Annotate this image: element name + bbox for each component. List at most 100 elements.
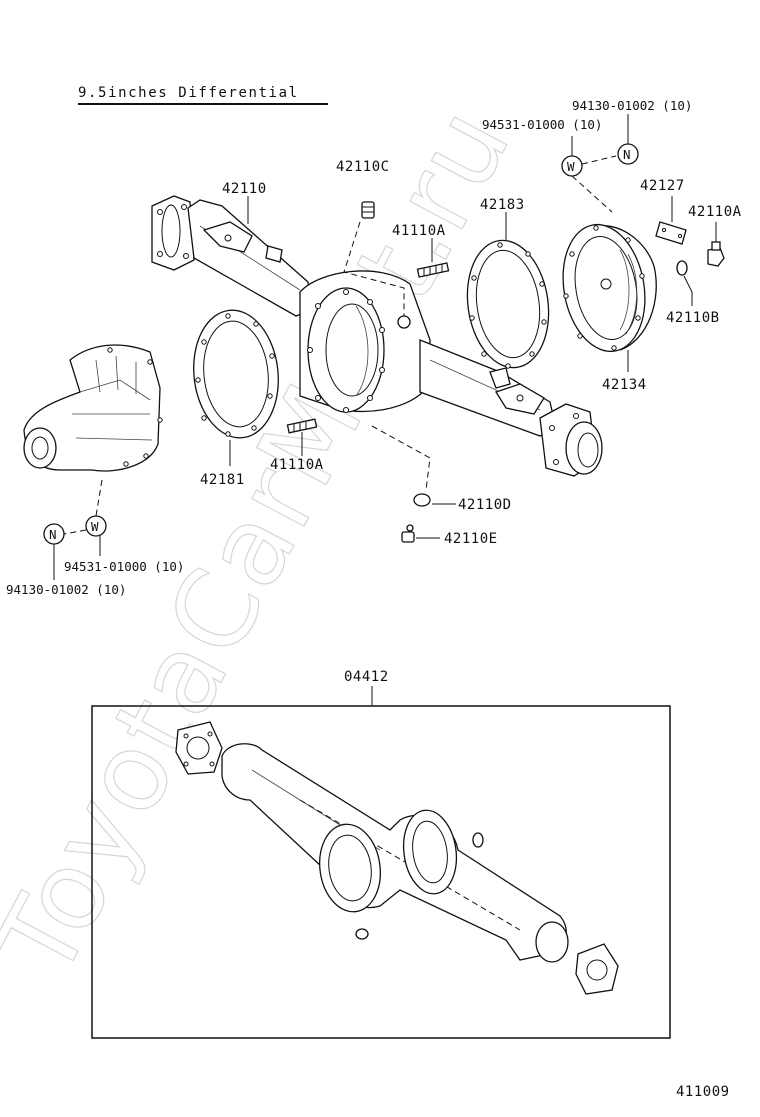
- bowl-hole: [379, 367, 385, 373]
- label-42127: 42127: [640, 178, 685, 194]
- tag-plate: [655, 221, 687, 245]
- gasket-42183: [466, 239, 550, 369]
- right-flange-plate: [575, 943, 619, 995]
- breather-dash-line: [343, 221, 405, 316]
- fill-plug: [397, 315, 411, 329]
- gasket-hole: [225, 431, 231, 437]
- cover-hole: [625, 237, 631, 243]
- cover-hole: [577, 333, 583, 339]
- callout-left-w-part: 94531-01000 (10): [64, 559, 184, 574]
- gasket-hole: [225, 313, 231, 319]
- cover-hole: [639, 273, 645, 279]
- gasket-hole: [505, 363, 511, 369]
- plug-thread: [711, 241, 721, 251]
- pinion-bore: [31, 436, 49, 460]
- breather-body: [361, 201, 375, 219]
- label-42181: 42181: [200, 472, 245, 488]
- dash-w-cover: [571, 175, 613, 213]
- carrier-pinion-end: [23, 427, 57, 469]
- marker-w-left-label: W: [91, 519, 99, 534]
- gasket-hole: [541, 319, 547, 325]
- gasket-42181: [193, 309, 279, 439]
- assembly-box: [91, 705, 671, 1039]
- bowl-hole: [315, 303, 321, 309]
- marker-w-left: [85, 515, 107, 537]
- carrier-hole: [123, 461, 129, 467]
- washer-42110D: [413, 493, 431, 507]
- carrier-shading: [75, 437, 153, 441]
- plug-head: [401, 531, 415, 543]
- flange-hole: [181, 204, 187, 210]
- label-42110E: 42110E: [444, 531, 498, 547]
- assembly-housing: [221, 743, 567, 961]
- gasket-hole: [497, 242, 503, 248]
- callout-left-n-part: 94130-01002 (10): [6, 582, 126, 597]
- tag-42127: [655, 221, 687, 245]
- axle-end-bore: [577, 432, 599, 468]
- gasket-outer: [466, 239, 550, 369]
- plug-42110A: [707, 241, 725, 267]
- marker-n-top-label: N: [623, 147, 631, 162]
- plug-42110E: [401, 524, 415, 543]
- right-axle-end: [535, 921, 569, 963]
- stud-thread: [423, 264, 443, 276]
- tag-hole: [677, 233, 683, 239]
- cover-shading: [619, 249, 630, 331]
- gasket-hole: [525, 251, 531, 257]
- right-flange-bore: [586, 959, 608, 981]
- bowl-hole: [367, 299, 373, 305]
- gasket-hole: [481, 351, 487, 357]
- assembly-04412-drawing: [175, 721, 619, 995]
- dash-carrier-w: [95, 479, 103, 517]
- spring-seat-hole: [516, 394, 524, 402]
- gasket-hole: [201, 415, 207, 421]
- stud-thread: [293, 422, 307, 432]
- tube-bracket: [489, 367, 511, 389]
- gasket-hole: [251, 425, 257, 431]
- gasket-hole: [469, 315, 475, 321]
- tag-hole: [661, 227, 667, 233]
- label-41110A-bottom: 41110A: [270, 457, 324, 473]
- cover-shading: [625, 253, 638, 335]
- label-42134: 42134: [602, 377, 647, 393]
- gasket-hole: [529, 351, 535, 357]
- opening-shading: [355, 305, 369, 397]
- bowl-hole: [379, 327, 385, 333]
- callout-top-w-part: 94531-01000 (10): [482, 117, 602, 132]
- bowl-hole: [343, 289, 349, 295]
- marker-n-top: [617, 143, 639, 165]
- cover-hole: [569, 251, 575, 257]
- bowl-hole: [343, 407, 349, 413]
- marker-w-top-label: W: [567, 159, 575, 174]
- gasket-outer: [193, 309, 279, 439]
- flange-hole: [207, 731, 213, 737]
- top-callout-group: N W: [561, 114, 639, 213]
- leader-42110B: [683, 275, 693, 306]
- carrier-hole: [157, 417, 163, 423]
- plug-tip: [406, 524, 414, 532]
- center-left-gasket-inner: [328, 834, 372, 902]
- gasket-hole: [195, 377, 201, 383]
- cover-drain: [600, 278, 612, 290]
- center-right-gasket-inner: [412, 820, 448, 884]
- differential-carrier: [23, 344, 163, 472]
- assembly-washer: [355, 928, 369, 940]
- flange-hole: [157, 251, 163, 257]
- label-42110A: 42110A: [688, 204, 742, 220]
- axle-housing-42110: [151, 195, 603, 477]
- dash-n-w: [581, 155, 617, 165]
- label-42110B: 42110B: [666, 310, 720, 326]
- flange-hole: [157, 209, 163, 215]
- housing-centerline: [299, 799, 521, 931]
- flange-hole: [573, 413, 579, 419]
- cover-hole: [593, 225, 599, 231]
- assembly-washer: [472, 832, 484, 848]
- bowl-hole: [315, 395, 321, 401]
- diagram-title: 9.5inches Differential: [78, 85, 299, 101]
- flange-hole: [553, 459, 559, 465]
- carrier-shading: [95, 355, 137, 394]
- label-41110A-top: 41110A: [392, 223, 446, 239]
- gasket-hole: [201, 339, 207, 345]
- left-callout-group: W N: [43, 479, 107, 580]
